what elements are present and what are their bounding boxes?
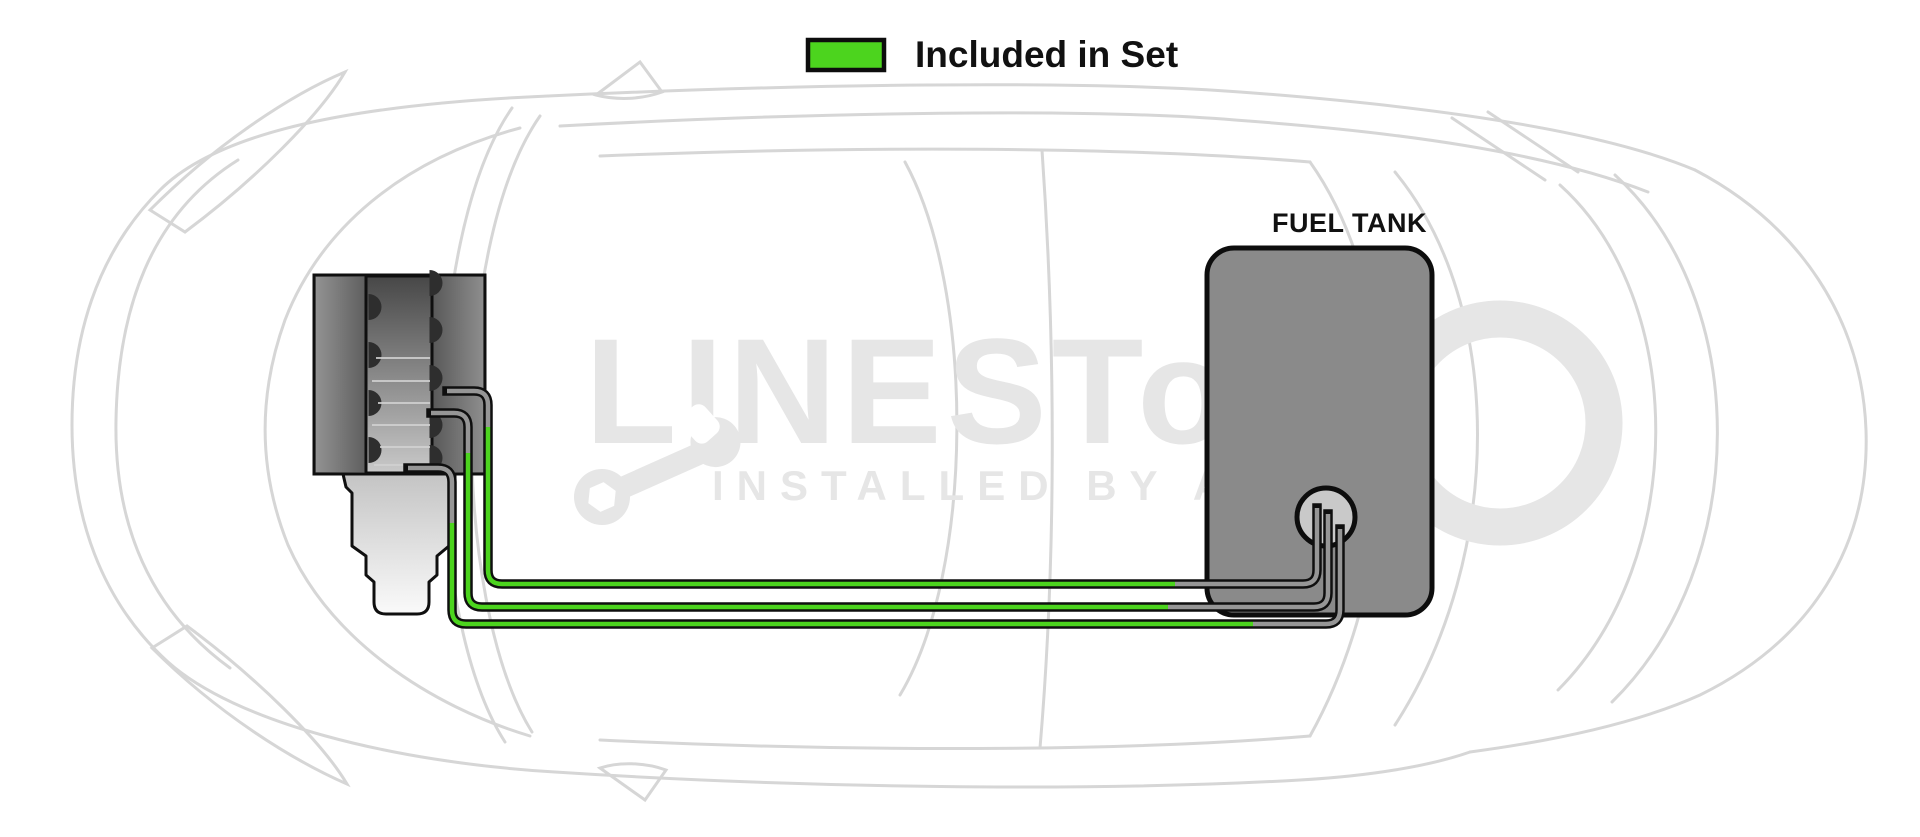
- watermark-tagline: INSTALLED BY A: [712, 462, 1236, 509]
- watermark: LINESTo INSTALLED BY A: [574, 300, 1623, 546]
- fuel-line-3: [403, 463, 1345, 629]
- engine-detail-lines: [372, 357, 430, 466]
- fuel-line-3-included-segment: [449, 523, 1253, 627]
- fuel-line-2: [426, 408, 1333, 612]
- transmission: [341, 472, 457, 616]
- engine-chain-scallops: [368, 270, 443, 471]
- fuel-tank-label: FUEL TANK: [1272, 208, 1427, 238]
- fuel-line-1: [442, 386, 1322, 589]
- wrench-icon: [574, 404, 741, 525]
- legend: Included in Set: [805, 34, 1178, 75]
- legend-label: Included in Set: [915, 34, 1178, 75]
- fuel-line-1-included-segment: [485, 427, 1175, 587]
- engine-block: [312, 270, 487, 476]
- legend-swatch: [805, 37, 887, 73]
- fuel-tank-shape: [1204, 245, 1435, 618]
- fuel-line-2-included-segment: [465, 453, 1168, 610]
